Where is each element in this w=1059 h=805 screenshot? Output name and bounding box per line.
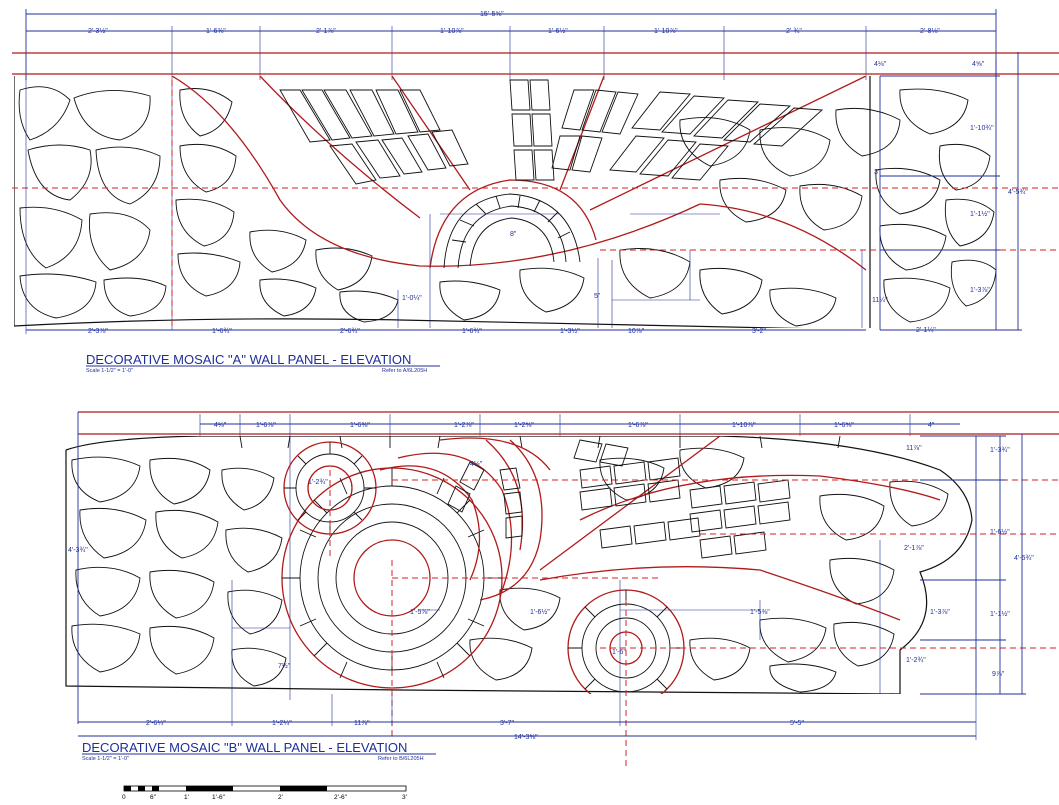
- panel-b-top-dim: 1'-6⅞": [256, 422, 276, 429]
- panel-a-bottom-dim: 2'-3⅞": [88, 328, 108, 335]
- panel-b-refer: Refer to B/6L205H: [378, 756, 424, 762]
- panel-a-bottom-dim: 1'-6¾": [212, 328, 232, 335]
- panel-b-misc-dim: 1'-6½": [530, 608, 550, 616]
- scale-bar: 0 6" 1' 1'-6" 2' 2'-6" 3': [122, 785, 407, 801]
- panel-b-right-dim: 1'-3¾": [990, 447, 1010, 454]
- panel-a-misc-dim: 5": [594, 293, 601, 300]
- panel-a-overall-dim: 15'-5⅝": [480, 11, 504, 18]
- scale-label: 3': [402, 794, 407, 801]
- scale-label: 1': [184, 794, 189, 801]
- panel-a-misc-dim: 4⅛": [874, 61, 887, 68]
- panel-a-scale: Scale 1-1/2" = 1'-0": [86, 368, 133, 374]
- panel-b-right-dim: 1'-3⅞": [930, 609, 950, 616]
- panel-b-title: DECORATIVE MOSAIC "B" WALL PANEL - ELEVA…: [82, 740, 407, 755]
- panel-a-right-dim: 4'-5¾": [1008, 189, 1028, 196]
- panel-b-right-dim: 1'-6½": [990, 528, 1010, 536]
- panel-a-misc-dim: 1'-0¼": [402, 295, 422, 302]
- panel-a-top-dim: 1'-6½": [548, 27, 568, 35]
- panel-b: 4⅛" 1'-6⅞" 1'-6⅜" 1'-2⅞" 1'-2⅝" 1'-6⅞" 1…: [65, 411, 1059, 770]
- panel-b-right-dim: 9⅞": [992, 671, 1005, 678]
- panel-a-top-dim: 2'-8⅛": [920, 28, 940, 35]
- panel-b-bottom-dim: 11⅞": [354, 720, 370, 727]
- panel-b-overall-dim: 14'-3⅝": [514, 734, 538, 741]
- panel-b-top-dim: 1'-10⅞": [732, 422, 756, 429]
- panel-b-misc-dim: 4½": [470, 460, 483, 468]
- panel-a-bottom-dim: 1'-3½": [560, 327, 580, 335]
- panel-a-top-dimensions: 15'-5⅝" 2'-3½" 1'-6⅜" 2'-1⅞" 1'-10⅞" 1'-…: [25, 9, 997, 330]
- panel-b-top-dim: 1'-2⅝": [514, 422, 534, 429]
- panel-b-side-dimensions: 4'-3¾" 1'-3¾" 1'-6½" 1'-1½" 1'-2¾" 4'-6¾…: [68, 412, 1034, 724]
- panel-b-bottom-dim: 5'-5": [790, 720, 804, 727]
- scale-label: 0: [122, 794, 126, 801]
- panel-a-misc-dim: 2'-1¼": [916, 327, 936, 334]
- panel-b-bottom-dim: 2'-6¼": [146, 720, 166, 727]
- panel-a-right-dim: 4⅝": [972, 61, 985, 68]
- panel-a-right-dim: 1'-3⅞": [970, 287, 990, 294]
- panel-a-misc-dim: 8": [510, 231, 517, 238]
- scale-label: 6": [150, 794, 157, 801]
- panel-a-bottom-dim: 2'-6¾": [340, 328, 360, 335]
- panel-b-top-dim: 1'-6⅝": [834, 422, 854, 429]
- panel-a-bottom-dim: 3'-2": [752, 328, 766, 335]
- panel-a-misc-dim: 11¼": [872, 297, 888, 304]
- panel-a-title: DECORATIVE MOSAIC "A" WALL PANEL - ELEVA…: [86, 352, 411, 367]
- scale-label: 2'-6": [334, 794, 348, 801]
- panel-a-bottom-dim: 10⅞": [628, 328, 645, 335]
- panel-a-mosaic: [14, 76, 997, 328]
- panel-b-misc-dim: 7½": [278, 662, 291, 670]
- panel-b-top-dim: 1'-6⅞": [628, 422, 648, 429]
- panel-b-right-dim: 1'-2¾": [906, 657, 926, 664]
- panel-b-misc-dim: 1'-6": [612, 649, 626, 656]
- scale-label: 1'-6": [212, 794, 226, 801]
- panel-b-right-dim: 2'-1⅞": [904, 545, 924, 552]
- panel-b-misc-dim: 1'-5⅞": [410, 609, 430, 616]
- panel-a-right-dim: 1'-1½": [970, 210, 990, 218]
- panel-a-bottom-dimensions: 2'-3⅞" 1'-6¾" 2'-6¾" 1'-6¾" 1'-3½" 10⅞" …: [25, 76, 866, 335]
- panel-a-bottom-dim: 1'-6¾": [462, 328, 482, 335]
- panel-b-mosaic: [65, 436, 973, 694]
- panel-b-misc-dim: 1'-5⅜": [750, 609, 770, 616]
- panel-b-bottom-dim: 1'-2¼": [272, 720, 292, 727]
- panel-b-top-dim: 1'-6⅜": [350, 422, 370, 429]
- panel-a-top-dim: 1'-10⅞": [654, 28, 678, 35]
- panel-a-top-dim: 1'-6⅜": [206, 28, 226, 35]
- panel-a-top-dim: 1'-10⅞": [440, 28, 464, 35]
- panel-b-misc-dim: 1'-2¾": [308, 479, 328, 486]
- panel-b-left-dim: 4'-3¾": [68, 547, 88, 554]
- panel-a-misc-dim: 3": [874, 169, 881, 176]
- panel-b-bottom-dimensions: 2'-6¼" 1'-2¼" 11⅞" 3'-7" 5'-5" 14'-3⅝": [78, 694, 977, 741]
- panel-b-top-dim: 4": [928, 422, 935, 429]
- panel-b-bottom-dim: 3'-7": [500, 720, 514, 727]
- panel-a-refer: Refer to A/6L205H: [382, 368, 427, 374]
- panel-a-top-dim: 2'-¾": [786, 28, 802, 35]
- panel-b-scale: Scale 1-1/2" = 1'-0": [82, 756, 129, 762]
- panel-b-top-dimensions: 4⅛" 1'-6⅞" 1'-6⅜" 1'-2⅞" 1'-2⅝" 1'-6⅞" 1…: [199, 414, 960, 700]
- scale-label: 2': [278, 794, 283, 801]
- panel-b-top-dim: 4⅛": [214, 422, 227, 429]
- panel-a-right-dimensions: 4⅝" 1'-10¾" 1'-1½" 1'-3⅞" 4'-5¾" 3" 4⅛": [874, 52, 1028, 331]
- panel-a-top-dim: 2'-3½": [88, 27, 108, 35]
- panel-b-right-dim: 11⅞": [906, 445, 922, 452]
- panel-a-top-dim: 2'-1⅞": [316, 28, 336, 35]
- panel-b-top-dim: 1'-2⅞": [454, 422, 474, 429]
- panel-a: 15'-5⅝" 2'-3½" 1'-6⅜" 2'-1⅞" 1'-10⅞" 1'-…: [12, 9, 1059, 374]
- panel-a-right-dim: 1'-10¾": [970, 125, 994, 132]
- panel-b-right-dim: 4'-6¾": [1014, 555, 1034, 562]
- panel-b-right-dim: 1'-1½": [990, 610, 1010, 618]
